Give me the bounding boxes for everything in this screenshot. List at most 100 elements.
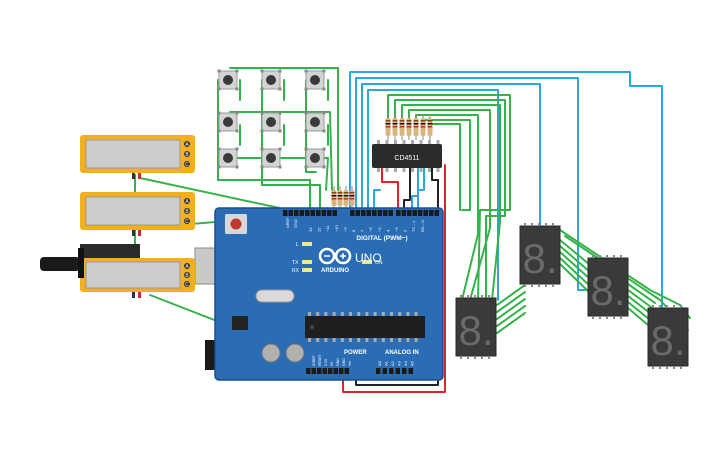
analog-pin-label: A3 [397,360,402,366]
atmega-pins [308,312,418,342]
seven-segment-display-1[interactable]: 8. [455,295,497,359]
slide-switch-2[interactable]: A B C [80,192,195,236]
resistor-decoder-7[interactable] [427,114,433,140]
push-button-6[interactable] [304,111,326,133]
power-pin-label: GND [336,358,340,366]
wire-green-dec-3[interactable] [401,104,501,301]
wire-blue-4[interactable] [367,89,499,301]
gnd-label: GND [293,219,298,228]
seven-segment-displays: 8. 8. 8. 8. [455,223,689,369]
seven-segment-display-2[interactable]: 8. [519,223,561,287]
digital-pin-label: 12 [317,227,322,232]
wire-green-bus-2[interactable] [559,239,591,294]
resistor-decoder-3[interactable] [399,114,405,140]
voltage-regulator [232,316,248,330]
digital-pin-label: ~6 [368,227,373,232]
analog-label: ANALOG IN [385,350,419,356]
wire-red-1[interactable] [381,167,399,211]
button-grid [217,69,326,169]
analog-pin-label: A1 [384,360,389,366]
crystal-oscillator [255,289,295,303]
resistor-board-4[interactable] [349,186,355,210]
capacitor-2 [285,343,305,363]
push-button-2[interactable] [260,69,282,91]
wire-btn-col2[interactable] [261,79,321,211]
wire-blue-7[interactable] [417,167,425,211]
terminal-a-label: A [185,199,189,205]
terminal-b[interactable] [184,151,190,157]
arduino-model: UNO [355,251,382,265]
atmega-chip [305,316,425,338]
slide-switch-1[interactable]: A B C [80,135,195,179]
resistor-board-1[interactable] [331,186,337,210]
wire-blue-6[interactable] [411,167,419,211]
resistor-decoder-1[interactable] [385,114,391,140]
wire-btn-col1[interactable] [217,79,311,211]
digital-label: DIGITAL (PWM~) [356,235,407,242]
wire-btn-row1[interactable] [229,67,339,191]
chip-pins-bottom [377,168,440,172]
digital-header [283,210,439,216]
push-button-8[interactable] [260,147,282,169]
wire-green-bus-3[interactable] [627,283,656,332]
resistor-decoder-6[interactable] [420,114,426,140]
terminal-c[interactable] [184,161,190,167]
wire-green-dec-2[interactable] [394,99,506,301]
terminal-c[interactable] [184,281,190,287]
terminal-c-label: C [185,162,189,168]
terminal-b-label: B [185,209,189,215]
wire-blue-1[interactable] [349,71,663,319]
resistor-board-2[interactable] [337,186,343,210]
resistors-decoder [385,114,433,140]
aref-label: AREF [285,217,290,228]
terminal-a[interactable] [184,263,190,269]
chip-pins-top [377,140,440,144]
power-pin-label: 3.3V [324,358,328,366]
digital-pin-label: TX→1 [411,220,416,232]
led-tx-label: TX [292,260,299,266]
wire-green-dec-1[interactable] [387,94,511,301]
digital-pin-label: 8 [351,229,356,232]
terminal-b[interactable] [184,272,190,278]
push-button-7[interactable] [217,147,239,169]
terminal-a[interactable] [184,141,190,147]
wire-blue-3[interactable] [361,83,541,229]
wire-blue-5[interactable] [373,189,381,211]
wire-black-2[interactable] [403,167,411,211]
push-button-9[interactable] [304,147,326,169]
digital-pin-label: 2 [403,229,408,232]
slide-switch-3[interactable]: A B C [80,258,195,298]
wire-btn-v1[interactable] [239,79,329,101]
push-button-4[interactable] [217,111,239,133]
terminal-b[interactable] [184,208,190,214]
resistor-decoder-5[interactable] [413,114,419,140]
terminal-a[interactable] [184,198,190,204]
decoder-chip[interactable]: CD4511 [372,140,442,172]
segment-digit: 8. [650,317,685,364]
digital-pin-label: ~5 [377,227,382,232]
resistor-decoder-4[interactable] [406,114,412,140]
resistors-board [331,186,355,210]
resistor-decoder-2[interactable] [392,114,398,140]
push-button-1[interactable] [217,69,239,91]
segment-digit: 8. [522,235,557,282]
power-pin-label: 5V [330,361,334,366]
resistor-board-3[interactable] [343,186,349,210]
segment-digit: 8. [458,307,493,354]
power-pin-label: GND [342,358,346,366]
bottom-header [306,368,413,374]
seven-segment-display-3[interactable]: 8. [587,255,629,319]
led-rx-label: RX [292,268,300,274]
wire-green-bus-1[interactable] [496,284,526,334]
terminal-c-label: C [185,219,189,225]
seven-segment-display-4[interactable]: 8. [647,305,689,369]
wire-btn-col3[interactable] [305,79,317,173]
wire-btn-v2[interactable] [239,124,329,146]
terminal-c[interactable] [184,218,190,224]
push-button-3[interactable] [304,69,326,91]
push-button-5[interactable] [260,111,282,133]
